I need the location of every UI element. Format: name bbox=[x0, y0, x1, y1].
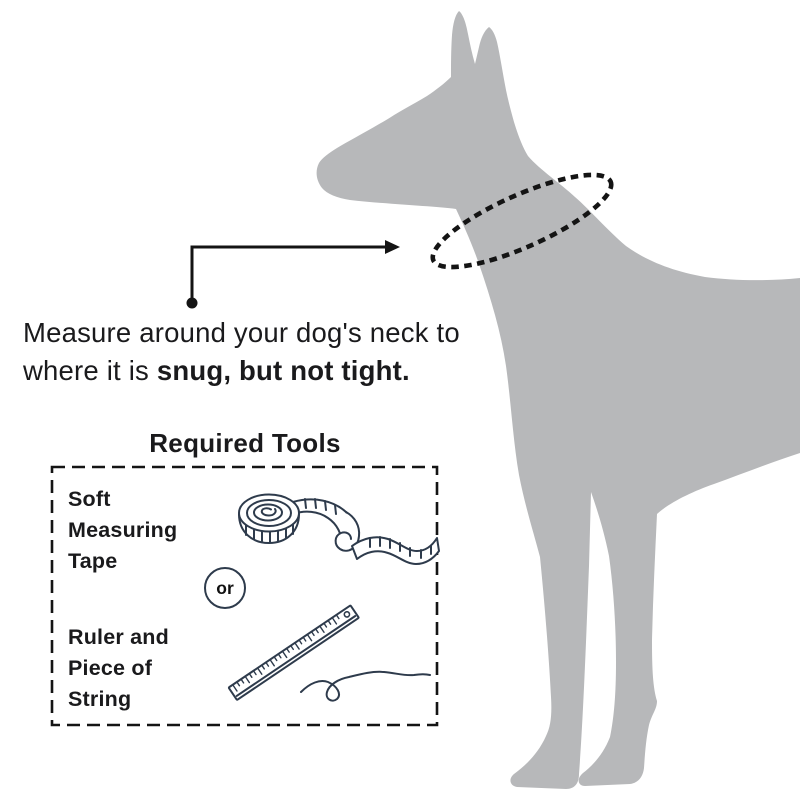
tool-option1-line1: Soft bbox=[68, 487, 111, 511]
string-icon bbox=[300, 670, 431, 702]
tool-option2-line1: Ruler and bbox=[68, 625, 169, 649]
required-tools-title: Required Tools bbox=[149, 428, 341, 458]
ruler-icon bbox=[228, 604, 360, 701]
tool-option1-line2: Measuring bbox=[68, 518, 178, 542]
instruction-line2-bold: snug, but not tight. bbox=[156, 354, 410, 386]
tool-option-ruler-string-label: Ruler and Piece of String bbox=[68, 622, 169, 715]
required-tools-box bbox=[50, 465, 439, 727]
neck-measure-loop-icon bbox=[430, 172, 614, 270]
instruction-line1: Measure around your dog's neck to bbox=[23, 317, 460, 348]
instruction-line2-prefix: where it is bbox=[23, 354, 157, 386]
tool-option2-line3: String bbox=[68, 687, 132, 711]
instruction-text: Measure around your dog's neck to where … bbox=[23, 314, 483, 389]
tool-option2-line2: Piece of bbox=[68, 656, 153, 680]
tool-option-soft-tape-label: Soft Measuring Tape bbox=[68, 484, 177, 577]
pointer-arrow-icon bbox=[186, 240, 400, 309]
dog-silhouette bbox=[316, 11, 800, 789]
tool-option1-line3: Tape bbox=[68, 549, 118, 573]
measuring-tape-icon bbox=[238, 493, 440, 565]
or-separator-badge: or bbox=[204, 567, 246, 609]
